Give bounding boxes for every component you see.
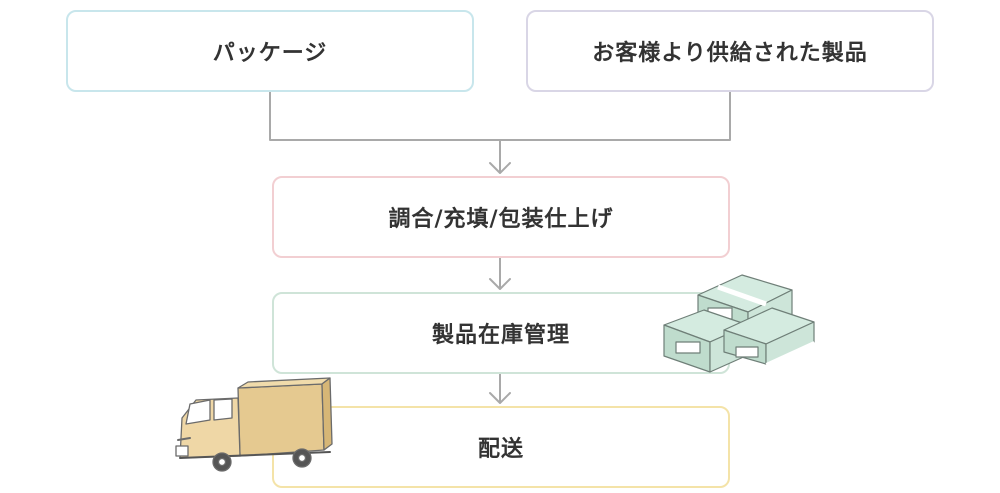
step-inventory-label: 製品在庫管理: [431, 323, 570, 348]
step-mixing-filling-finishing: 調合/充填/包装仕上げ: [272, 176, 730, 258]
step-package-label: パッケージ: [212, 41, 328, 66]
step-customer-supplied: お客様より供給された製品: [526, 10, 934, 92]
step-delivery: 配送: [272, 406, 730, 488]
arrowhead-3: [489, 392, 511, 404]
step-mixing-label: 調合/充填/包装仕上げ: [388, 207, 614, 232]
step-package: パッケージ: [66, 10, 474, 92]
arrowhead-2: [489, 278, 511, 290]
step-delivery-label: 配送: [477, 437, 524, 462]
step-customer-supplied-label: お客様より供給された製品: [592, 41, 868, 66]
step-inventory: 製品在庫管理: [272, 292, 730, 374]
arrowhead-1: [489, 162, 511, 174]
